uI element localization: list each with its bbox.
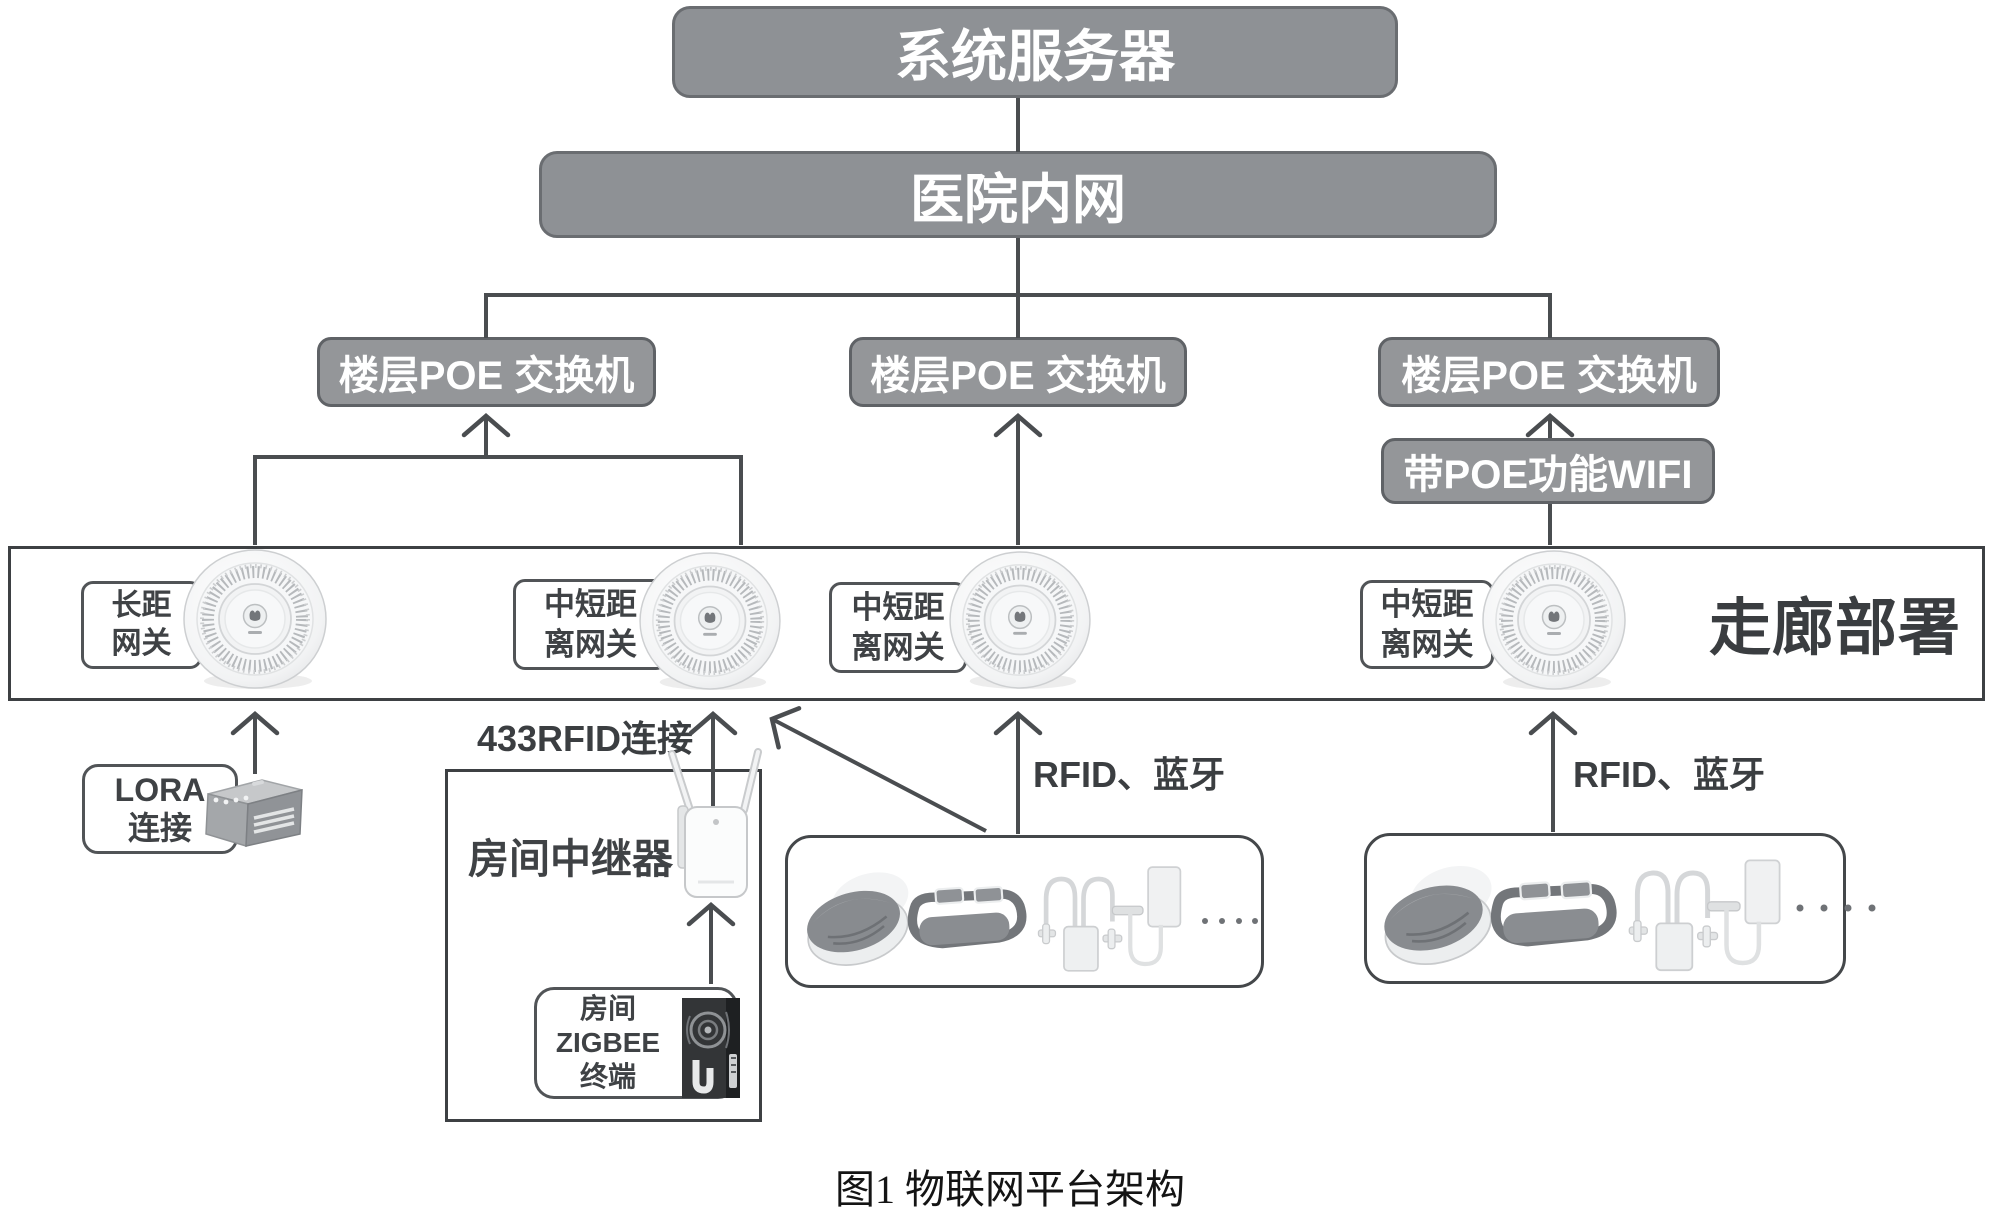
link-label-433rfid-text: 433RFID连接 bbox=[476, 718, 694, 759]
node-gateway-mid-short-1: 中短距 离网关 bbox=[513, 579, 668, 670]
node-gateway-mid-short-2: 中短距 离网关 bbox=[829, 582, 967, 673]
node-poe-wifi-label: 带POE功能WIFI bbox=[1403, 453, 1693, 497]
link-label-rfid-bt-right-text: RFID、蓝牙 bbox=[1573, 754, 1765, 795]
node-lora-connection: LORA 连接 bbox=[82, 764, 238, 854]
node-system-server-label: 系统服务器 bbox=[895, 24, 1175, 88]
node-poe-wifi: 带POE功能WIFI bbox=[1381, 438, 1715, 504]
gateway-mid-short-3-line1: 中短距 bbox=[1380, 586, 1474, 622]
arrow-devices-diagonal-to-band bbox=[769, 706, 987, 833]
gateway-mid-short-2-line2: 离网关 bbox=[851, 629, 945, 665]
node-poe-switch-1-label: 楼层POE 交换机 bbox=[338, 354, 635, 398]
figure-caption-text: 图1 物联网平台架构 bbox=[835, 1167, 1185, 1212]
lora-line1: LORA bbox=[114, 772, 206, 808]
zigbee-line1: 房间 bbox=[579, 993, 636, 1024]
zigbee-line3: 终端 bbox=[579, 1061, 636, 1092]
gateway-mid-short-3-line2: 离网关 bbox=[1380, 626, 1474, 662]
node-poe-switch-2: 楼层POE 交换机 bbox=[849, 337, 1187, 407]
link-label-rfid-bt-left: RFID、蓝牙 bbox=[1019, 750, 1239, 795]
lora-line2: 连接 bbox=[127, 810, 192, 846]
link-label-433rfid: 433RFID连接 bbox=[460, 714, 710, 759]
link-label-rfid-bt-right: RFID、蓝牙 bbox=[1559, 750, 1779, 795]
node-poe-switch-3-label: 楼层POE 交换机 bbox=[1401, 354, 1697, 398]
link-label-rfid-bt-left-text: RFID、蓝牙 bbox=[1033, 754, 1225, 795]
node-gateway-mid-short-3: 中短距 离网关 bbox=[1360, 580, 1494, 669]
figure-caption: 图1 物联网平台架构 bbox=[780, 1162, 1240, 1212]
gateway-long-range-line2: 网关 bbox=[111, 627, 172, 660]
gateway-mid-short-1-line1: 中短距 bbox=[544, 586, 637, 622]
corridor-band-title: 走廊部署 bbox=[1700, 586, 1970, 663]
corridor-band bbox=[8, 546, 1985, 701]
node-poe-switch-3: 楼层POE 交换机 bbox=[1378, 337, 1720, 407]
node-gateway-long-range: 长距 网关 bbox=[81, 581, 202, 669]
node-poe-switch-1: 楼层POE 交换机 bbox=[317, 337, 656, 407]
node-hospital-intranet-label: 医院内网 bbox=[910, 170, 1126, 230]
room-repeater-box bbox=[445, 769, 762, 1122]
room-repeater-title: 房间中继器 bbox=[468, 830, 673, 882]
node-zigbee-terminal: 房间 ZIGBEE 终端 bbox=[534, 987, 738, 1099]
gateway-mid-short-2-line1: 中短距 bbox=[851, 589, 945, 625]
gateway-mid-short-1-line2: 离网关 bbox=[544, 626, 637, 662]
room-repeater-title-text: 房间中继器 bbox=[468, 836, 673, 882]
node-hospital-intranet: 医院内网 bbox=[539, 151, 1497, 238]
device-group-box-left bbox=[785, 835, 1264, 988]
gateway-long-range-line1: 长距 bbox=[111, 589, 172, 622]
device-group-box-right bbox=[1364, 833, 1846, 984]
corridor-band-title-text: 走廊部署 bbox=[1708, 594, 1961, 663]
zigbee-line2: ZIGBEE bbox=[555, 1027, 661, 1058]
node-poe-switch-2-label: 楼层POE 交换机 bbox=[870, 354, 1166, 398]
node-system-server: 系统服务器 bbox=[672, 6, 1398, 98]
